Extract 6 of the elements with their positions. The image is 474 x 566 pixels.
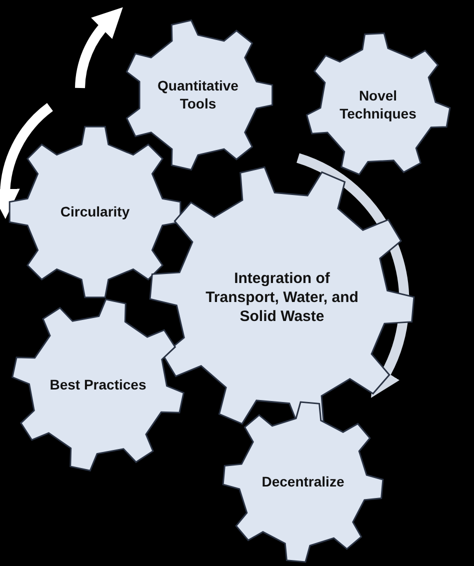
gear-label: Best Practices xyxy=(48,376,148,394)
gear-label: Decentralize xyxy=(260,473,346,491)
gear-label: Integration of Transport, Water, and Solid Waste xyxy=(204,270,360,326)
gear-label: Novel Techniques xyxy=(338,88,418,122)
gear-label: Circularity xyxy=(59,203,131,221)
gear-label: Quantitative Tools xyxy=(156,78,240,112)
